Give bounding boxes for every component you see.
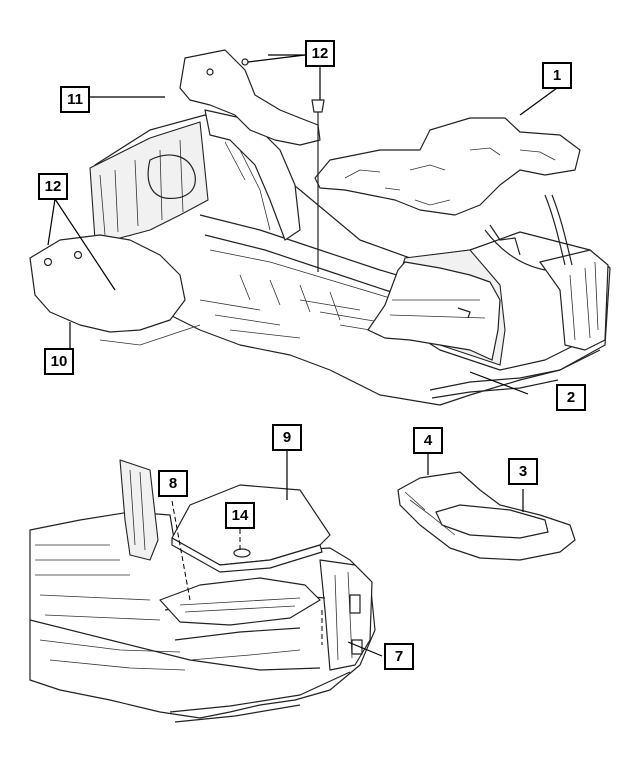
rear-carpet [367,261,501,361]
callout-3: 3 [508,458,538,485]
callout-14: 14 [225,502,255,529]
front-carpet [314,117,581,216]
cargo-mat [159,577,321,626]
floor-mat-set [397,471,576,561]
callout-10: 10 [44,348,74,375]
callout-7: 7 [384,643,414,670]
callout-1: 1 [542,62,572,89]
callout-12-top: 12 [305,40,335,67]
callout-2: 2 [556,384,586,411]
callout-8: 8 [158,470,188,497]
callout-12-left: 12 [38,173,68,200]
left-silencer-panel [29,234,201,346]
callout-4: 4 [413,427,443,454]
callout-11: 11 [60,86,90,113]
leader-lines [47,54,558,657]
fastener-stud [311,99,325,272]
callout-9: 9 [272,424,302,451]
